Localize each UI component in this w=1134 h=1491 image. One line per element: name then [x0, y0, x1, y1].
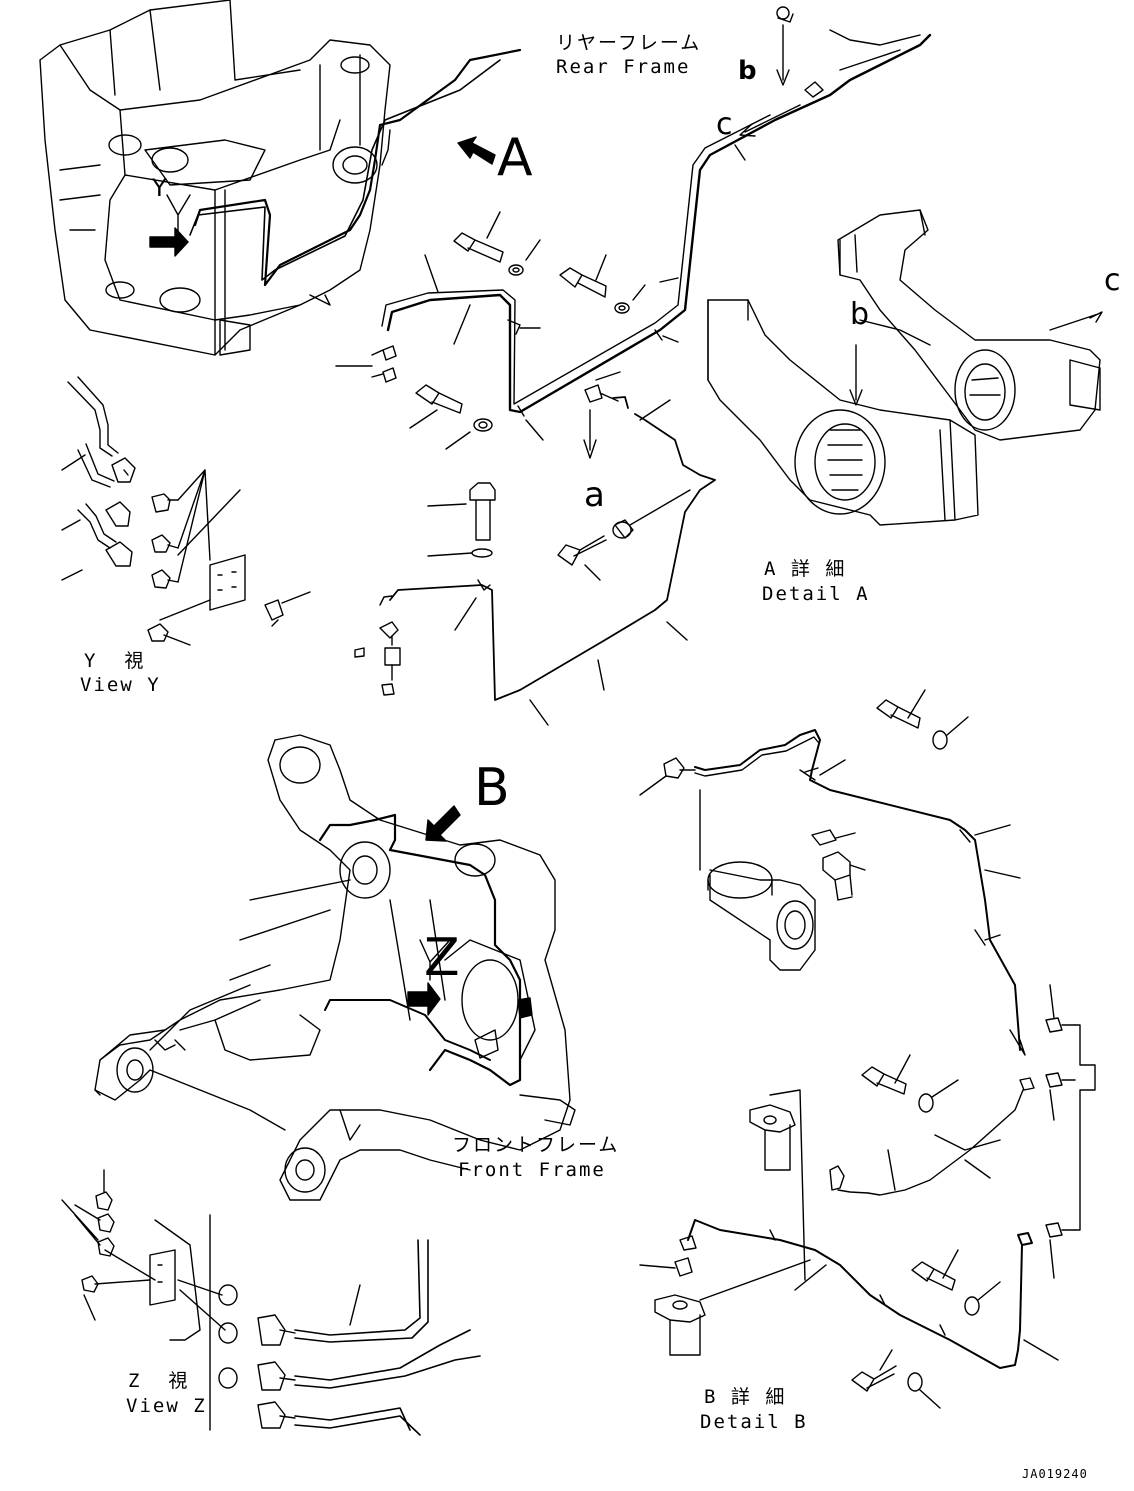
callout-b: B: [474, 758, 510, 818]
front-frame-illustration: [94, 734, 576, 1201]
detail-a-illustration: [707, 209, 1103, 526]
front-frame-label-en: Front Frame: [458, 1159, 606, 1181]
letter-c-detail: c: [1104, 263, 1121, 298]
view-z-label-jp: Z 視: [128, 1370, 190, 1392]
detail-b-label-en: Detail B: [700, 1411, 808, 1433]
detail-b-illustration: [639, 689, 1096, 1409]
detail-b-label-jp: B 詳 細: [704, 1386, 787, 1408]
detail-a-label-jp: A 詳 細: [764, 558, 847, 580]
view-y-label-en: View Y: [80, 674, 161, 696]
letter-b-detail: b: [850, 297, 870, 332]
front-frame-label-jp: フロントフレーム: [452, 1134, 620, 1156]
rear-tube-assembly: [335, 6, 932, 726]
rear-frame-label-en: Rear Frame: [556, 56, 691, 78]
letter-a: a: [584, 475, 605, 515]
rear-frame-illustration: [39, 0, 522, 356]
view-z-label-en: View Z: [126, 1395, 207, 1417]
rear-frame-label-jp: リヤーフレーム: [556, 32, 702, 54]
callout-a: A: [497, 128, 533, 188]
drawing-number: JA019240: [1022, 1467, 1088, 1481]
detail-a-label-en: Detail A: [762, 583, 870, 605]
letter-b-top: b: [738, 56, 757, 86]
view-y-label-jp: Y 視: [84, 650, 146, 672]
view-z-illustration: [61, 1169, 481, 1436]
letter-c-top: c: [716, 107, 733, 142]
callout-y: Y: [152, 174, 167, 202]
view-y-illustration: [61, 376, 311, 646]
callout-z: Z: [424, 928, 460, 988]
